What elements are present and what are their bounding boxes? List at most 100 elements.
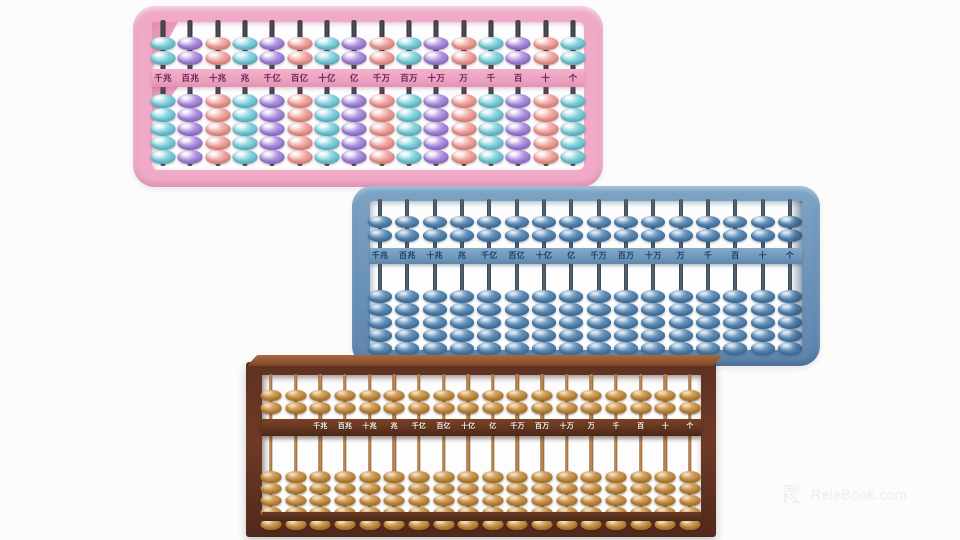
abacus-bead-lower[interactable]: [422, 303, 447, 316]
abacus-bead-lower[interactable]: [630, 494, 652, 507]
abacus-bead-upper[interactable]: [586, 229, 611, 242]
abacus-bead-lower[interactable]: [750, 329, 775, 342]
abacus-bead-lower[interactable]: [531, 494, 553, 507]
abacus-bead-lower[interactable]: [369, 150, 395, 164]
abacus-bead-lower[interactable]: [630, 471, 652, 483]
abacus-bead-upper[interactable]: [532, 229, 556, 242]
abacus-bead-lower[interactable]: [668, 342, 693, 355]
abacus-bead-lower[interactable]: [654, 482, 676, 495]
abacus-bead-upper[interactable]: [395, 215, 420, 228]
abacus-bead-lower[interactable]: [205, 122, 231, 136]
abacus-rod[interactable]: [560, 6, 586, 187]
abacus-bead-lower[interactable]: [259, 136, 285, 150]
abacus-bead-upper[interactable]: [630, 389, 652, 402]
abacus-bead-upper[interactable]: [259, 51, 285, 65]
abacus-bead-lower[interactable]: [408, 518, 430, 531]
abacus-rod[interactable]: [359, 362, 381, 537]
abacus-rod[interactable]: [641, 186, 666, 366]
abacus-bead-lower[interactable]: [451, 122, 477, 136]
abacus-bead-upper[interactable]: [259, 36, 285, 50]
abacus-bead-lower[interactable]: [150, 94, 176, 108]
abacus-bead-lower[interactable]: [408, 494, 430, 507]
abacus-bead-lower[interactable]: [177, 94, 203, 108]
abacus-bead-lower[interactable]: [504, 303, 529, 316]
wooden-abacus[interactable]: 千兆百兆十兆兆千亿百亿十亿亿千万百万十万万千百十个: [246, 355, 723, 537]
abacus-bead-lower[interactable]: [559, 290, 584, 303]
abacus-bead-upper[interactable]: [506, 389, 528, 402]
abacus-bead-lower[interactable]: [533, 150, 559, 164]
abacus-bead-lower[interactable]: [505, 94, 531, 108]
abacus-bead-lower[interactable]: [506, 471, 528, 483]
abacus-bead-upper[interactable]: [205, 36, 231, 50]
abacus-bead-upper[interactable]: [408, 389, 430, 402]
abacus-bead-upper[interactable]: [314, 51, 340, 65]
abacus-bead-lower[interactable]: [559, 316, 584, 329]
abacus-bead-upper[interactable]: [556, 389, 578, 402]
abacus-bead-lower[interactable]: [580, 518, 602, 531]
abacus-bead-upper[interactable]: [641, 215, 666, 228]
abacus-bead-lower[interactable]: [450, 316, 474, 329]
abacus-rod[interactable]: [368, 186, 392, 366]
abacus-bead-upper[interactable]: [368, 215, 392, 228]
abacus-bead-upper[interactable]: [232, 51, 258, 65]
abacus-bead-lower[interactable]: [341, 136, 367, 150]
abacus-bead-lower[interactable]: [177, 150, 203, 164]
abacus-bead-lower[interactable]: [287, 136, 313, 150]
abacus-bead-upper[interactable]: [654, 389, 676, 402]
abacus-bead-lower[interactable]: [641, 290, 666, 303]
abacus-bead-upper[interactable]: [422, 229, 447, 242]
abacus-bead-lower[interactable]: [580, 471, 602, 483]
abacus-bead-lower[interactable]: [531, 471, 553, 483]
abacus-rod[interactable]: [287, 6, 313, 187]
abacus-bead-lower[interactable]: [532, 342, 556, 355]
abacus-bead-lower[interactable]: [368, 316, 392, 329]
abacus-bead-lower[interactable]: [395, 290, 420, 303]
abacus-bead-upper[interactable]: [334, 402, 356, 414]
abacus-bead-lower[interactable]: [423, 136, 449, 150]
abacus-bead-lower[interactable]: [723, 316, 748, 329]
abacus-rod[interactable]: [605, 362, 627, 537]
abacus-bead-lower[interactable]: [422, 342, 447, 355]
abacus-bead-lower[interactable]: [614, 303, 638, 316]
abacus-bead-upper[interactable]: [580, 389, 602, 402]
abacus-bead-upper[interactable]: [533, 36, 559, 50]
abacus-bead-upper[interactable]: [505, 36, 531, 50]
abacus-bead-lower[interactable]: [586, 290, 611, 303]
abacus-bead-lower[interactable]: [679, 471, 701, 483]
abacus-rod[interactable]: [232, 6, 258, 187]
abacus-rod[interactable]: [285, 362, 307, 537]
abacus-bead-lower[interactable]: [668, 303, 693, 316]
abacus-rod[interactable]: [696, 186, 720, 366]
abacus-bead-lower[interactable]: [260, 494, 282, 507]
abacus-bead-lower[interactable]: [723, 329, 748, 342]
abacus-bead-lower[interactable]: [341, 122, 367, 136]
abacus-rod[interactable]: [396, 6, 422, 187]
abacus-bead-lower[interactable]: [396, 136, 422, 150]
abacus-rod[interactable]: [478, 6, 504, 187]
abacus-bead-upper[interactable]: [369, 36, 395, 50]
abacus-bead-lower[interactable]: [586, 329, 611, 342]
abacus-bead-upper[interactable]: [477, 229, 502, 242]
abacus-bead-lower[interactable]: [505, 150, 531, 164]
abacus-bead-lower[interactable]: [696, 303, 720, 316]
abacus-bead-lower[interactable]: [314, 136, 340, 150]
abacus-bead-upper[interactable]: [560, 36, 586, 50]
abacus-bead-lower[interactable]: [150, 108, 176, 122]
abacus-rod[interactable]: [505, 6, 531, 187]
abacus-bead-upper[interactable]: [423, 36, 449, 50]
abacus-rod[interactable]: [477, 186, 502, 366]
abacus-bead-lower[interactable]: [177, 122, 203, 136]
abacus-bead-lower[interactable]: [309, 482, 331, 495]
abacus-bead-lower[interactable]: [451, 94, 477, 108]
abacus-rod[interactable]: [341, 6, 367, 187]
abacus-bead-lower[interactable]: [433, 482, 455, 495]
abacus-bead-lower[interactable]: [750, 342, 775, 355]
abacus-bead-upper[interactable]: [287, 36, 313, 50]
abacus-bead-lower[interactable]: [506, 494, 528, 507]
abacus-bead-lower[interactable]: [614, 316, 638, 329]
abacus-bead-lower[interactable]: [506, 482, 528, 495]
abacus-bead-lower[interactable]: [422, 316, 447, 329]
abacus-bead-upper[interactable]: [309, 402, 331, 414]
abacus-bead-upper[interactable]: [396, 36, 422, 50]
abacus-bead-lower[interactable]: [383, 471, 405, 483]
